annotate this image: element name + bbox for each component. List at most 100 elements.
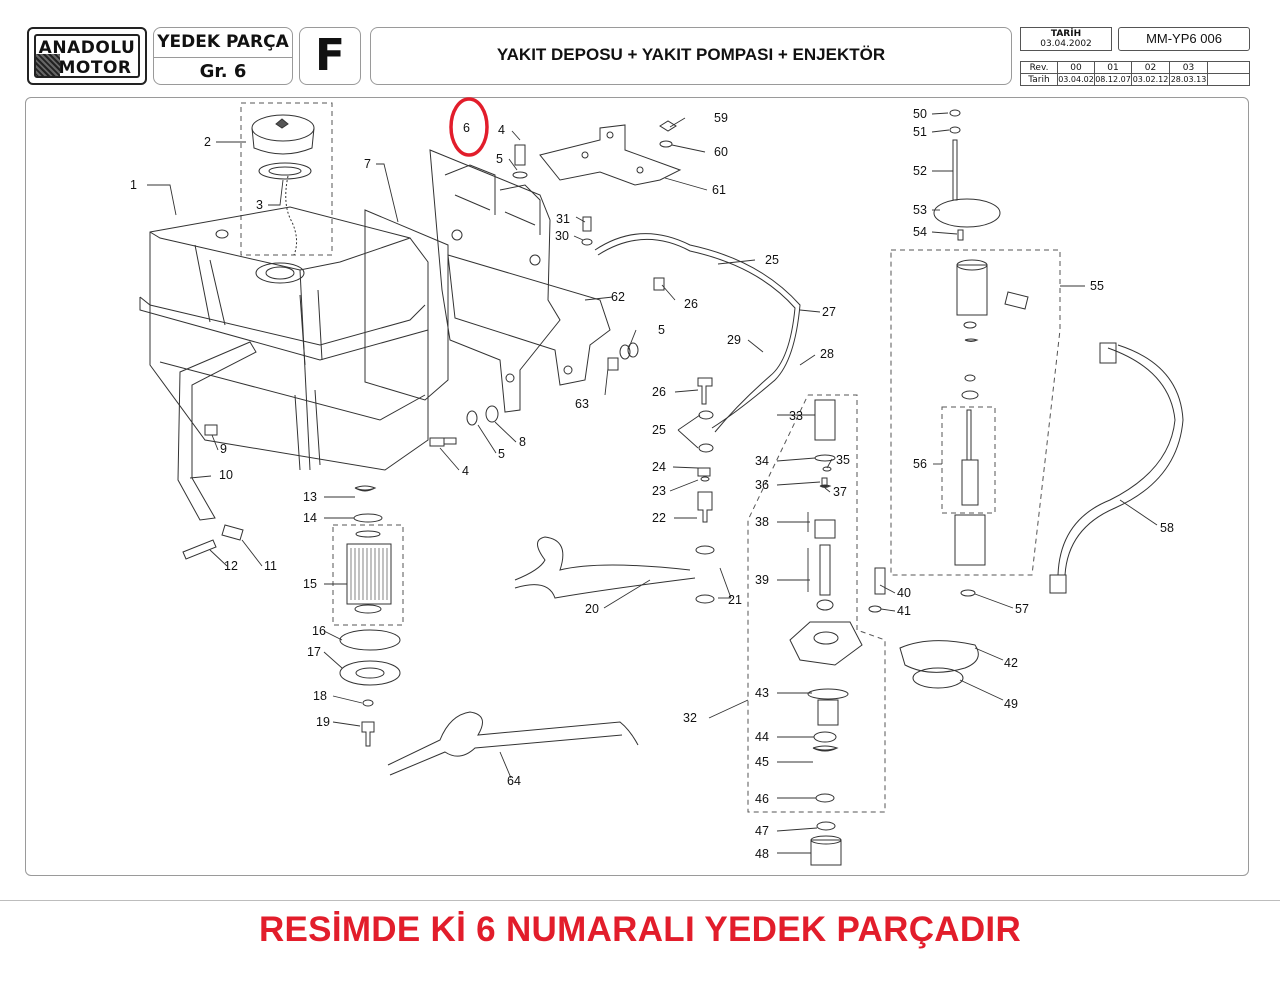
part-label: 35 — [836, 453, 850, 467]
fuel-pipe-20 — [514, 536, 691, 581]
part-label: 18 — [313, 689, 327, 703]
section-letter: F — [314, 30, 346, 81]
part-label: 25 — [765, 253, 779, 267]
part-label: 30 — [555, 229, 569, 243]
part-label: 57 — [1015, 602, 1029, 616]
part-label: 10 — [219, 468, 233, 482]
part-label: 44 — [755, 730, 769, 744]
part-label: 51 — [913, 125, 927, 139]
part-label: 14 — [303, 511, 317, 525]
part-label: 5 — [498, 447, 505, 461]
part-label: 62 — [611, 290, 625, 304]
date-label: TARİH — [1050, 29, 1082, 39]
bolts-and-washers — [182, 109, 1001, 613]
title-box: YAKIT DEPOSU + YAKIT POMPASI + ENJEKTÖR — [370, 27, 1012, 85]
part-label: 52 — [913, 164, 927, 178]
pump-group-outline — [747, 394, 886, 813]
part-label: 41 — [897, 604, 911, 618]
part-label: 38 — [755, 515, 769, 529]
filter-pleats — [350, 548, 388, 600]
part-label: 28 — [820, 347, 834, 361]
part-label: 59 — [714, 111, 728, 125]
part-label: 26 — [684, 297, 698, 311]
dashed-group-outlines — [240, 102, 1061, 813]
part-label: 47 — [755, 824, 769, 838]
part-label: 2 — [204, 135, 211, 149]
part-label: 5 — [496, 152, 503, 166]
part-label: 24 — [652, 460, 666, 474]
fuel-cap — [251, 114, 315, 256]
page-title: YAKIT DEPOSU + YAKIT POMPASI + ENJEKTÖR — [496, 45, 886, 64]
part-label: 46 — [755, 792, 769, 806]
part-label: 50 — [913, 107, 927, 121]
flange-gasket — [899, 640, 979, 673]
part-label: 11 — [264, 559, 277, 573]
part-label: 63 — [575, 397, 589, 411]
date-cell: TARİH 03.04.2002 — [1020, 27, 1112, 51]
part-label: 22 — [652, 511, 666, 525]
cap-group-outline — [240, 102, 333, 256]
part-label: 4 — [498, 123, 505, 137]
tank-bracket — [429, 149, 561, 413]
leader-lines — [147, 112, 1158, 854]
group-number: Gr. 6 — [199, 61, 247, 82]
part-label: 53 — [913, 203, 927, 217]
logo-text-line1: ANADOLU — [38, 38, 136, 58]
logo-mark — [36, 54, 60, 76]
exploded-parts-diagram: 1 2 3 4 5 6 7 8 9 10 11 12 13 14 15 16 1… — [130, 97, 1184, 866]
part-label: 58 — [1160, 521, 1174, 535]
part-label: 56 — [913, 457, 927, 471]
part-label: 31 — [556, 212, 570, 226]
part-label: 36 — [755, 478, 769, 492]
logo-text-line2: MOTOR — [58, 58, 132, 78]
injector-pipe — [1057, 347, 1176, 576]
part-label: 55 — [1090, 279, 1104, 293]
part-label-highlighted: 6 — [463, 121, 470, 135]
company-logo: ANADOLU MOTOR — [27, 27, 147, 85]
group-box: YEDEK PARÇA Gr. 6 — [153, 27, 293, 85]
diagram-frame — [25, 97, 1249, 876]
part-label: 48 — [755, 847, 769, 861]
part-label: 49 — [1004, 697, 1018, 711]
part-label: 61 — [712, 183, 726, 197]
group-divider — [154, 57, 292, 58]
part-labels: 1 2 3 4 5 6 7 8 9 10 11 12 13 14 15 16 1… — [130, 107, 1174, 861]
date-value: 03.04.2002 — [1040, 39, 1092, 49]
injector-group-outline — [890, 249, 1061, 576]
part-label: 5 — [658, 323, 665, 337]
fuel-filter — [339, 485, 401, 747]
part-label: 20 — [585, 602, 599, 616]
part-label: 7 — [364, 157, 371, 171]
caption-text: RESİMDE Kİ 6 NUMARALI YEDEK PARÇADIR — [258, 910, 1022, 949]
part-label: 26 — [652, 385, 666, 399]
part-label: 16 — [312, 624, 326, 638]
part-label: 9 — [220, 442, 227, 456]
mounting-bracket — [447, 254, 611, 386]
part-label: 60 — [714, 145, 728, 159]
return-pipe — [594, 233, 801, 429]
highlight-circle — [449, 97, 489, 157]
fuel-pump — [789, 399, 863, 866]
nozzle-group-outline — [941, 406, 996, 514]
part-label: 27 — [822, 305, 836, 319]
part-label: 33 — [789, 409, 803, 423]
part-label: 3 — [256, 198, 263, 212]
part-label: 15 — [303, 577, 317, 591]
section-letter-box: F — [299, 27, 361, 85]
part-label: 54 — [913, 225, 927, 239]
tank-strap — [177, 341, 257, 521]
part-label: 37 — [833, 485, 847, 499]
clamp-plate — [539, 120, 682, 186]
doc-code: MM-YP6 006 — [1118, 27, 1250, 51]
fuel-pipe-64 — [387, 711, 639, 766]
part-label: 29 — [727, 333, 741, 347]
page-divider — [0, 900, 1280, 901]
part-label: 19 — [316, 715, 330, 729]
part-label: 40 — [897, 586, 911, 600]
group-title: YEDEK PARÇA — [157, 32, 289, 52]
part-label: 43 — [755, 686, 769, 700]
part-label: 23 — [652, 484, 666, 498]
part-label: 32 — [683, 711, 697, 725]
o-ring — [912, 667, 964, 689]
